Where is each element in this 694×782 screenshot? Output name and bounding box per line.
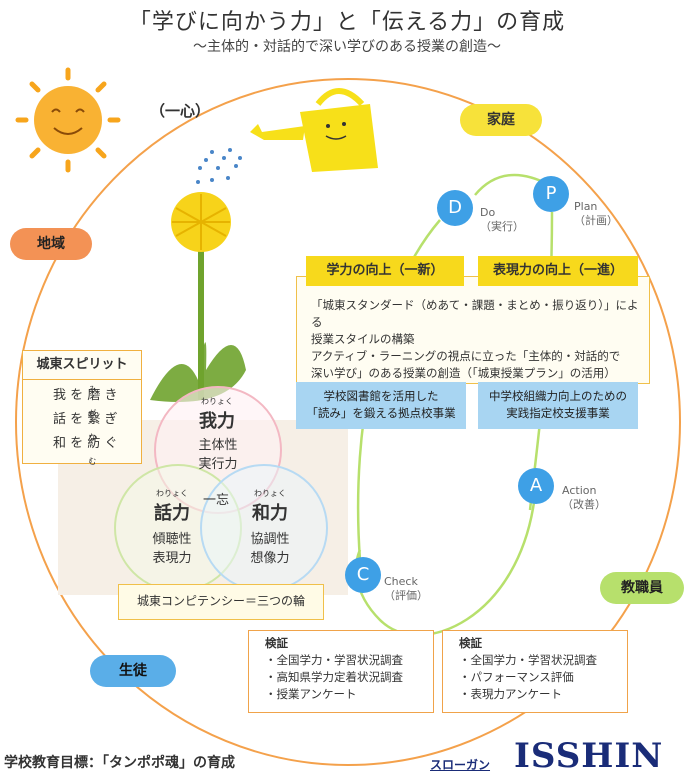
organization-project: 中学校組織力向上のための実践指定校支援事業 xyxy=(478,382,638,429)
expression-header: 表現力の向上（一進） xyxy=(478,256,638,286)
harmonypower-label: わりょく 和力 xyxy=(252,489,288,524)
spirit-line: 和 を つむ紡 ぐ xyxy=(53,433,118,466)
spirit-line: 我 を みが磨 き xyxy=(53,385,118,418)
water-drops xyxy=(194,148,242,198)
sun-icon xyxy=(15,67,121,173)
do-label: Do（実行） xyxy=(480,206,524,233)
competency-box: 城東コンピテンシー＝三つの輪 xyxy=(118,584,324,620)
harmonypower-ring xyxy=(200,464,328,592)
action-label: Action（改善） xyxy=(562,484,606,511)
selfpower-traits: 主体性実行力 xyxy=(198,438,238,472)
library-project: 学校図書館を活用した「読み」を鍛える拠点校事業 xyxy=(296,382,466,429)
community-ring xyxy=(15,78,681,766)
verify-right-box: 検証 ・全国学力・学習状況調査 ・パフォーマンス評価 ・表現力アンケート xyxy=(442,630,628,713)
school-goal: 学校教育目標：「タンポポ魂」の育成 xyxy=(4,755,235,771)
motto-label: （一心） xyxy=(150,102,211,120)
student-pill: 生徒 xyxy=(90,655,176,687)
selfpower-label: わりょく 我力 xyxy=(199,397,235,432)
spirit-line: 話 を つな繋 ぎ xyxy=(53,409,118,442)
family-pill: 家庭 xyxy=(460,104,542,136)
improvement-panel: 「城東スタンダード（めあて・課題・まとめ・振り返り）」による 授業スタイルの構築… xyxy=(296,276,650,384)
plan-step-icon: P xyxy=(533,176,569,212)
slogan-label: スローガン xyxy=(430,758,491,772)
improvement-text: 「城東スタンダード（めあて・課題・まとめ・振り返り）」による 授業スタイルの構築… xyxy=(311,298,639,380)
academic-header: 学力の向上（一新） xyxy=(306,256,464,286)
spirit-title: 城東スピリット xyxy=(23,351,141,380)
page-title: 「学びに向かう力」と「伝える力」の育成 xyxy=(128,10,566,35)
dandelion-icon xyxy=(150,192,246,402)
check-label: Check（評価） xyxy=(384,575,428,602)
community-pill: 地域 xyxy=(10,228,92,260)
verify-left-box: 検証 ・全国学力・学習状況調査 ・高知県学力定着状況調査 ・授業アンケート xyxy=(248,630,434,713)
slogan-text: ISSHIN xyxy=(514,736,664,776)
do-step-icon: D xyxy=(437,190,473,226)
action-step-icon: A xyxy=(518,468,554,504)
speechpower-traits: 傾聴性表現力 xyxy=(152,532,192,566)
check-step-icon: C xyxy=(345,557,381,593)
staff-pill: 教職員 xyxy=(600,572,684,604)
speechpower-label: わりょく 話力 xyxy=(154,489,190,524)
harmonypower-traits: 協調性想像力 xyxy=(250,532,290,566)
plan-label: Plan（計画） xyxy=(574,200,618,227)
center-label: 一忘 xyxy=(203,493,230,508)
page-subtitle: 〜主体的・対話的で深い学びのある授業の創造〜 xyxy=(193,39,501,55)
watering-can-icon xyxy=(250,88,378,172)
spirit-lines: 我 を みが磨 き 話 を つな繋 ぎ 和 を つむ紡 ぐ xyxy=(23,380,141,466)
spirit-box: 城東スピリット 我 を みが磨 き 話 を つな繋 ぎ 和 を つむ紡 ぐ xyxy=(22,350,142,466)
